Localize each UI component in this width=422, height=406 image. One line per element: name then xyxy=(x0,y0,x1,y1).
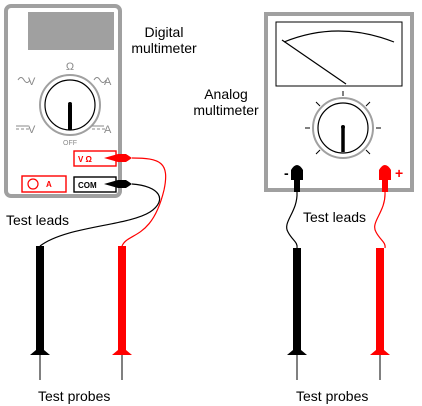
analog-label-line2: multimeter xyxy=(193,102,259,118)
analog-minus-sign: - xyxy=(284,165,289,181)
digital-label-line2: multimeter xyxy=(131,40,197,56)
black-plug-analog xyxy=(291,165,303,192)
analog-dial-ticks xyxy=(305,91,381,155)
black-test-lead-analog xyxy=(286,191,298,249)
test-leads-label-right: Test leads xyxy=(303,209,366,225)
ac-amps-wave-icon xyxy=(93,77,107,83)
dial-dc-volts-label: V xyxy=(28,124,36,136)
jack-volt-ohm-label: V Ω xyxy=(78,155,93,164)
dc-volts-symbol-icon xyxy=(16,125,29,130)
analog-meter-face xyxy=(275,21,403,87)
red-plug-analog xyxy=(379,165,391,192)
analog-label-line1: Analog xyxy=(204,86,248,102)
black-test-lead-digital xyxy=(39,183,161,247)
red-test-probe-left xyxy=(112,246,132,380)
red-test-lead-digital xyxy=(121,157,167,247)
black-test-probe-right xyxy=(287,248,307,380)
analog-multimeter: - + xyxy=(264,12,414,192)
test-probes-label-right: Test probes xyxy=(296,388,368,404)
analog-scale-arc xyxy=(283,30,395,43)
dial-ac-volts-label: V xyxy=(28,76,36,88)
test-leads-label-left: Test leads xyxy=(6,212,69,228)
test-probes-label-left: Test probes xyxy=(38,388,110,404)
analog-selector-hub xyxy=(341,125,345,129)
dial-off-label: OFF xyxy=(63,140,77,147)
dial-ac-amps-label: A xyxy=(104,76,112,88)
jack-amps[interactable] xyxy=(21,175,67,193)
black-plug-digital xyxy=(104,180,132,188)
jack-amps-socket xyxy=(27,178,39,190)
selector-hub xyxy=(68,102,72,106)
dial-dc-amps-label: A xyxy=(104,124,112,136)
red-test-lead-analog xyxy=(374,191,386,249)
red-plug-digital xyxy=(104,154,132,162)
digital-label-line1: Digital xyxy=(145,24,184,40)
analog-needle xyxy=(281,39,347,85)
digital-lcd-display xyxy=(28,12,114,50)
black-test-probe-left xyxy=(30,246,50,380)
dc-amps-symbol-icon xyxy=(92,125,105,130)
ac-volts-wave-icon xyxy=(17,77,31,83)
jack-amps-label: A xyxy=(46,180,52,189)
digital-multimeter: Ω OFF V A V A V Ω COM A xyxy=(4,4,132,198)
red-test-probe-right xyxy=(370,248,390,380)
analog-plus-sign: + xyxy=(395,165,403,181)
dial-ohm-label: Ω xyxy=(66,61,74,73)
jack-com-label: COM xyxy=(78,181,97,190)
